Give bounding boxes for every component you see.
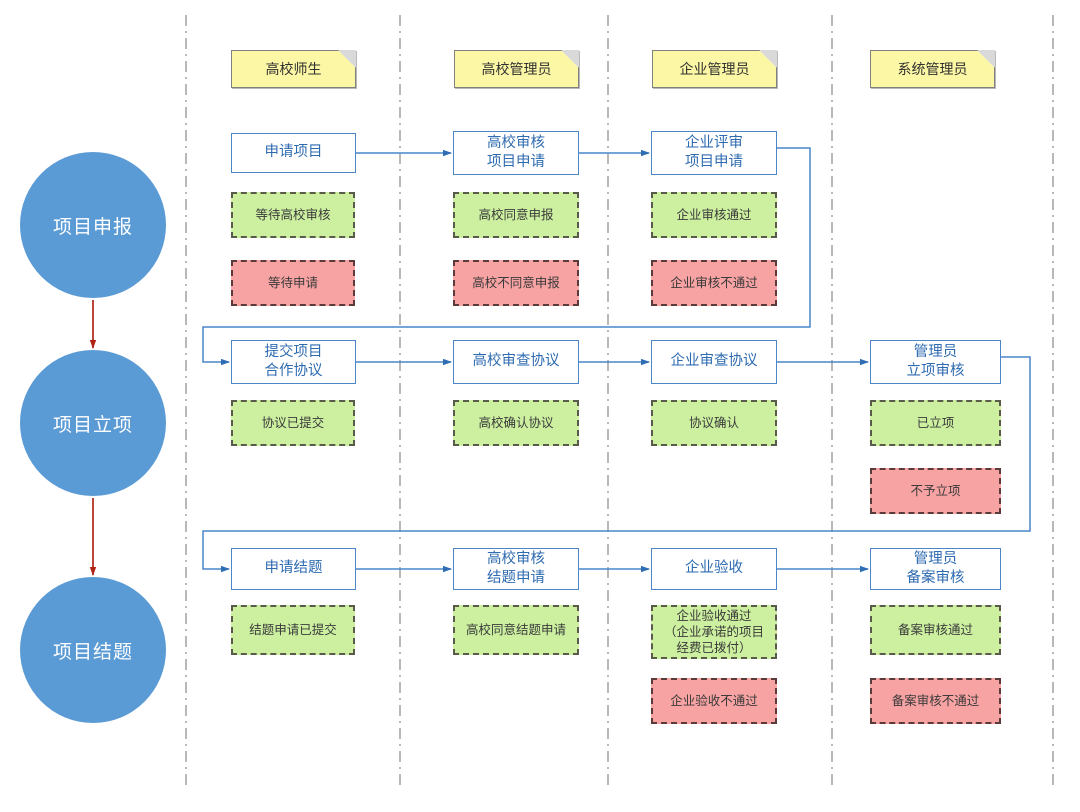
- process-box-3[interactable]: 企业评审 项目申请: [651, 131, 777, 175]
- status-box-ok-7[interactable]: 协议已提交: [231, 400, 355, 446]
- note-folded-corner-icon: [759, 50, 777, 68]
- process-box-8[interactable]: 申请结题: [231, 548, 356, 590]
- phase-circle-1[interactable]: 项目申报: [20, 152, 166, 298]
- status-box-bad-16[interactable]: 企业验收不通过: [651, 678, 777, 724]
- process-box-2[interactable]: 高校审核 项目申请: [453, 131, 579, 175]
- process-box-10[interactable]: 企业验收: [651, 548, 777, 590]
- process-box-5[interactable]: 高校审查协议: [453, 340, 579, 384]
- feedback-arrow-approval-to-closure: [202, 356, 1031, 573]
- phase-circle-2[interactable]: 项目立项: [20, 350, 166, 496]
- process-arrows: [356, 149, 869, 573]
- status-box-label: 企业验收通过 （企业承诺的项目 经费已拨付）: [663, 608, 764, 656]
- lane-header-note-4[interactable]: 系统管理员: [870, 50, 995, 88]
- phase-circle-label: 项目立项: [52, 414, 133, 436]
- lane-header-label: 高校管理员: [481, 61, 552, 77]
- status-box-ok-15[interactable]: 备案审核通过: [870, 605, 1001, 655]
- status-box-label: 等待申请: [267, 275, 318, 290]
- note-folded-corner-icon: [338, 50, 356, 68]
- status-box-label: 企业审核不通过: [670, 275, 758, 290]
- lane-header-label: 高校师生: [265, 61, 322, 77]
- process-box-label: 企业验收: [685, 560, 743, 577]
- process-box-label: 申请项目: [264, 144, 323, 161]
- lane-header-label: 企业管理员: [679, 61, 750, 77]
- status-box-ok-9[interactable]: 协议确认: [651, 400, 777, 446]
- status-box-label: 结题申请已提交: [249, 622, 337, 637]
- process-box-9[interactable]: 高校审核 结题申请: [453, 548, 579, 590]
- process-box-label: 企业审查协议: [670, 353, 758, 370]
- status-box-bad-5[interactable]: 高校不同意申报: [453, 260, 579, 306]
- status-box-ok-13[interactable]: 高校同意结题申请: [453, 605, 579, 655]
- process-box-label: 申请结题: [264, 560, 323, 577]
- status-box-label: 高校同意申报: [478, 207, 554, 222]
- lane-header-note-2[interactable]: 高校管理员: [454, 50, 579, 88]
- status-box-ok-12[interactable]: 结题申请已提交: [231, 605, 355, 655]
- status-box-label: 不予立项: [910, 483, 961, 498]
- process-box-7[interactable]: 管理员 立项审核: [870, 340, 1001, 384]
- phase-circle-3[interactable]: 项目结题: [20, 577, 166, 723]
- phase-circle-label: 项目结题: [52, 641, 133, 663]
- status-box-label: 等待高校审核: [255, 207, 331, 222]
- status-box-label: 企业验收不通过: [670, 693, 758, 708]
- status-box-label: 备案审核不通过: [891, 693, 980, 708]
- process-box-label: 高校审核 结题申请: [487, 550, 545, 586]
- process-box-11[interactable]: 管理员 备案审核: [870, 548, 1001, 590]
- process-box-6[interactable]: 企业审查协议: [651, 340, 777, 384]
- status-box-label: 高校确认协议: [478, 415, 554, 430]
- status-box-label: 已立项: [916, 415, 955, 430]
- status-box-bad-6[interactable]: 企业审核不通过: [651, 260, 777, 306]
- process-box-1[interactable]: 申请项目: [231, 133, 356, 173]
- process-box-label: 高校审核 项目申请: [487, 134, 545, 170]
- status-box-label: 企业审核通过: [676, 207, 752, 222]
- status-box-bad-4[interactable]: 等待申请: [231, 260, 355, 306]
- status-box-label: 备案审核通过: [897, 622, 973, 637]
- status-box-ok-2[interactable]: 高校同意申报: [453, 192, 579, 238]
- process-box-label: 管理员 立项审核: [906, 343, 965, 379]
- status-box-ok-3[interactable]: 企业审核通过: [651, 192, 777, 238]
- process-box-label: 高校审查协议: [472, 353, 560, 370]
- status-box-label: 高校不同意申报: [472, 275, 560, 290]
- status-box-ok-10[interactable]: 已立项: [870, 400, 1001, 446]
- phase-circle-label: 项目申报: [52, 216, 133, 238]
- status-box-ok-8[interactable]: 高校确认协议: [453, 400, 579, 446]
- note-folded-corner-icon: [561, 50, 579, 68]
- status-box-label: 协议确认: [688, 415, 739, 430]
- lane-header-note-1[interactable]: 高校师生: [231, 50, 356, 88]
- status-box-ok-14[interactable]: 企业验收通过 （企业承诺的项目 经费已拨付）: [651, 605, 777, 659]
- process-box-label: 管理员 备案审核: [906, 550, 965, 586]
- note-folded-corner-icon: [977, 50, 995, 68]
- status-box-ok-1[interactable]: 等待高校审核: [231, 192, 355, 238]
- lane-header-note-3[interactable]: 企业管理员: [652, 50, 777, 88]
- status-box-label: 协议已提交: [261, 415, 325, 430]
- process-box-label: 企业评审 项目申请: [685, 134, 743, 170]
- lane-header-label: 系统管理员: [897, 61, 968, 77]
- feedback-arrow-review-to-agreement: [202, 147, 811, 366]
- process-box-4[interactable]: 提交项目 合作协议: [231, 340, 356, 384]
- status-box-bad-11[interactable]: 不予立项: [870, 468, 1001, 514]
- process-box-label: 提交项目 合作协议: [264, 343, 323, 379]
- status-box-bad-17[interactable]: 备案审核不通过: [870, 678, 1001, 724]
- status-box-label: 高校同意结题申请: [465, 622, 566, 637]
